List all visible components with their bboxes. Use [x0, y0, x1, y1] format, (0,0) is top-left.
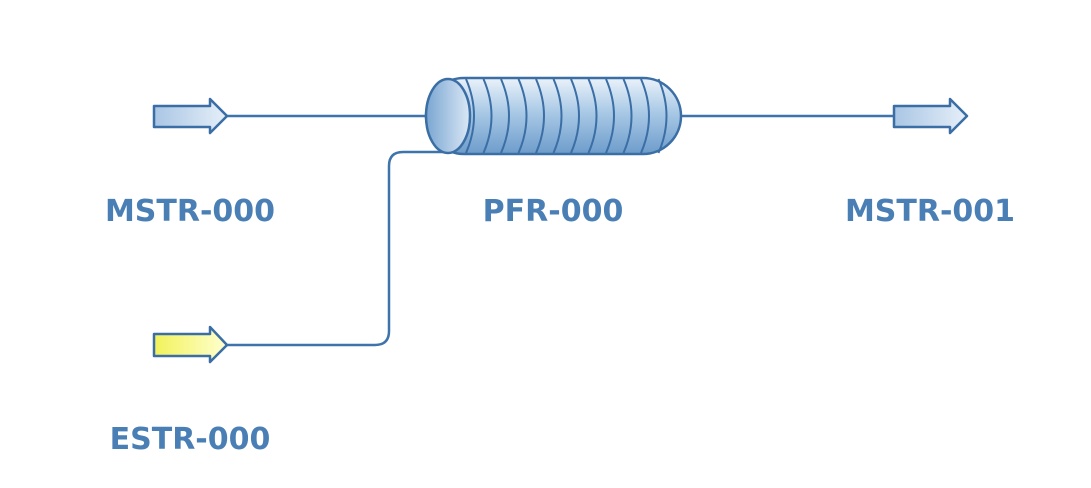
pfr-coil-ring [622, 78, 633, 154]
pfr-coil-ring [517, 78, 528, 154]
mstr-000-label: MSTR-000 [104, 194, 276, 229]
pfr-coil-ring [570, 78, 580, 154]
pfr-coil-ring [482, 78, 493, 154]
pfr-coil-ring [587, 78, 598, 154]
mstr-001-label: MSTR-001 [844, 194, 1016, 229]
mstr-000-stream-icon[interactable] [152, 97, 229, 135]
pfr-coil-ring [640, 78, 650, 154]
pfr-coil-ring [500, 78, 510, 154]
edge-estr-000-to-pfr-000[interactable] [226, 150, 450, 347]
mstr-001-stream-icon[interactable] [892, 97, 969, 135]
pfr-000-label: PFR-000 [482, 194, 624, 229]
pfr-coil-ring [465, 78, 475, 154]
pfr-coil-ring [552, 78, 563, 154]
pfr-coil-ring [605, 78, 615, 154]
pfr-000-reactor-icon[interactable] [424, 76, 683, 156]
pfr-coil-ring [535, 78, 545, 154]
pfr-coil-ring [657, 78, 668, 154]
pfr-coil-group [465, 78, 668, 154]
estr-000-energy-stream-icon[interactable] [152, 325, 229, 364]
estr-000-label: ESTR-000 [109, 422, 271, 457]
